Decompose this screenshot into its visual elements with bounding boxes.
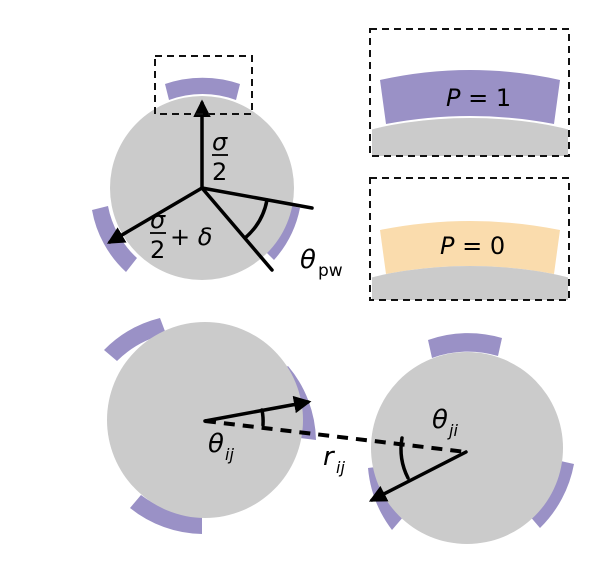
theta-pw-label: θ pw <box>300 245 343 281</box>
r-subscript: ij <box>336 458 345 477</box>
theta-ji-symbol: θ <box>432 405 448 435</box>
particle-i <box>104 318 316 534</box>
inset-inactive-patch-shape <box>380 221 560 274</box>
top-patch-upper <box>165 77 240 100</box>
particle-j-patch-top <box>428 333 502 358</box>
sigma-half-label: σ 2 <box>212 128 228 186</box>
two-denominator-b: 2 <box>150 236 165 264</box>
r-symbol: r <box>323 442 336 472</box>
theta-symbol: θ <box>300 245 316 275</box>
particle-j-disk <box>371 352 563 544</box>
inset-active-patch-shape <box>380 70 560 124</box>
top-particle <box>92 77 314 280</box>
theta-ji-label: θ ji <box>432 405 458 440</box>
patch-width-line-lower <box>200 186 274 272</box>
theta-ij-symbol: θ <box>208 429 224 459</box>
r-ij-label: r ij <box>323 442 345 477</box>
two-denominator: 2 <box>212 158 227 186</box>
inset-inactive-label: P = 0 <box>440 232 505 260</box>
inset-inactive-patch: P = 0 <box>369 177 570 301</box>
separation-line <box>204 419 467 454</box>
theta-pw-arc <box>243 198 269 240</box>
sigma-symbol: σ <box>212 128 228 156</box>
particle-j-orientation-arrow <box>368 450 468 502</box>
particle-i-orientation-arrow <box>203 395 312 423</box>
zoom-box <box>154 55 253 115</box>
theta-ij-label: θ ij <box>208 429 234 464</box>
inset-active-label: P = 1 <box>446 84 511 112</box>
inset-active-disk-surface <box>372 118 568 156</box>
patch-arrow-left <box>106 186 204 244</box>
ji-subscript: ji <box>447 421 458 440</box>
sigma-half-plus-delta-label: σ 2 + δ <box>150 206 212 264</box>
particle-j <box>368 333 574 544</box>
inset-inactive-disk-surface <box>372 266 568 300</box>
sigma-symbol-b: σ <box>150 206 166 234</box>
theta-ij-arc <box>260 408 265 427</box>
pw-subscript: pw <box>318 261 343 281</box>
ij-subscript: ij <box>225 445 234 464</box>
patch-width-line-upper <box>200 186 314 210</box>
theta-ji-arc <box>399 436 410 480</box>
particle-i-patch-top <box>104 318 166 361</box>
particle-i-patch-bottom <box>130 495 202 534</box>
inset-active-patch: P = 1 <box>369 28 570 157</box>
plus-delta: + δ <box>170 223 212 251</box>
